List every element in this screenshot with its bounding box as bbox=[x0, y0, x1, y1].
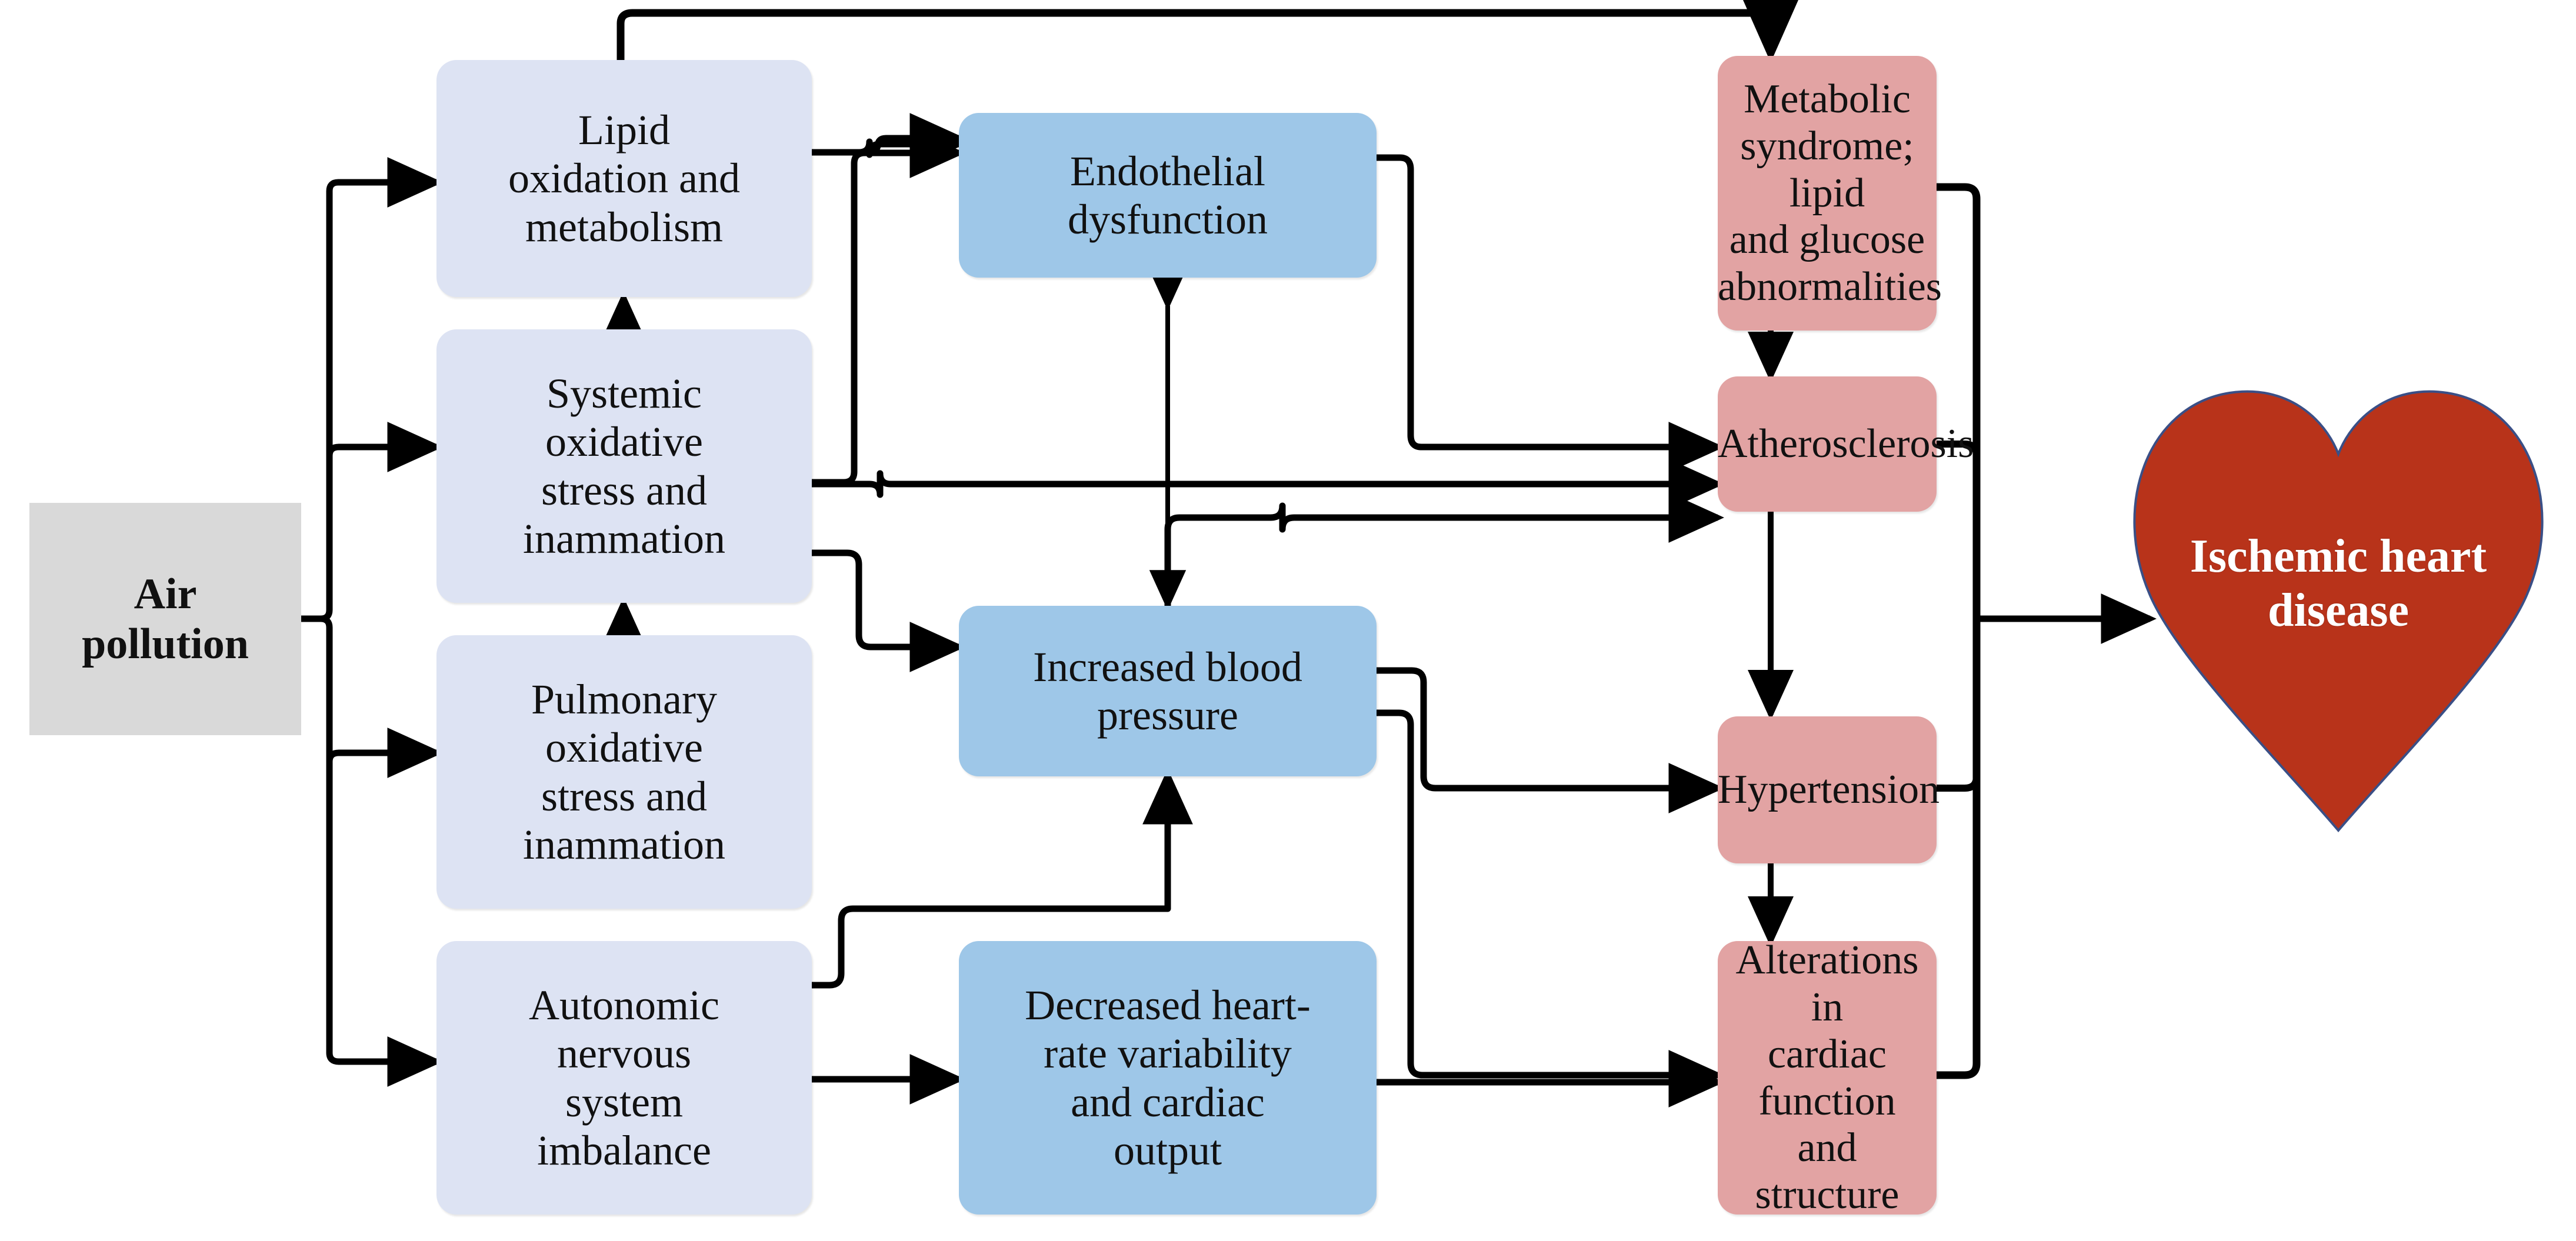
edge-endothelial-to-athero bbox=[1377, 154, 1725, 472]
edge-bp-to-athero bbox=[1164, 492, 1725, 606]
edge-cardiac-to-bus bbox=[1937, 612, 1981, 1079]
edge-bp-to-hypertension bbox=[1377, 667, 1725, 813]
edge-autonomic-to-bp bbox=[812, 768, 1193, 989]
edge-source-to-systemic bbox=[326, 422, 444, 472]
node-hypertension-label: Hypertension bbox=[1718, 767, 1940, 813]
node-atherosclerosis-label: Atherosclerosis bbox=[1718, 421, 1974, 467]
edge-bp-to-cardiac bbox=[1377, 709, 1725, 1100]
edge-athero-to-bus bbox=[1937, 441, 1980, 456]
edge-systemic-to-athero bbox=[812, 459, 1725, 509]
heart-shape bbox=[2133, 390, 2544, 833]
node-atherosclerosis[interactable]: Atherosclerosis bbox=[1718, 376, 1974, 512]
edge-metabolic-to-bus bbox=[1937, 183, 1981, 618]
node-hypertension[interactable]: Hypertension bbox=[1718, 716, 1940, 863]
edge-lipid-to-metabolic bbox=[616, 0, 1803, 63]
edge-source-to-autonomic bbox=[301, 615, 444, 1087]
edge-systemic-to-bp bbox=[812, 549, 966, 672]
